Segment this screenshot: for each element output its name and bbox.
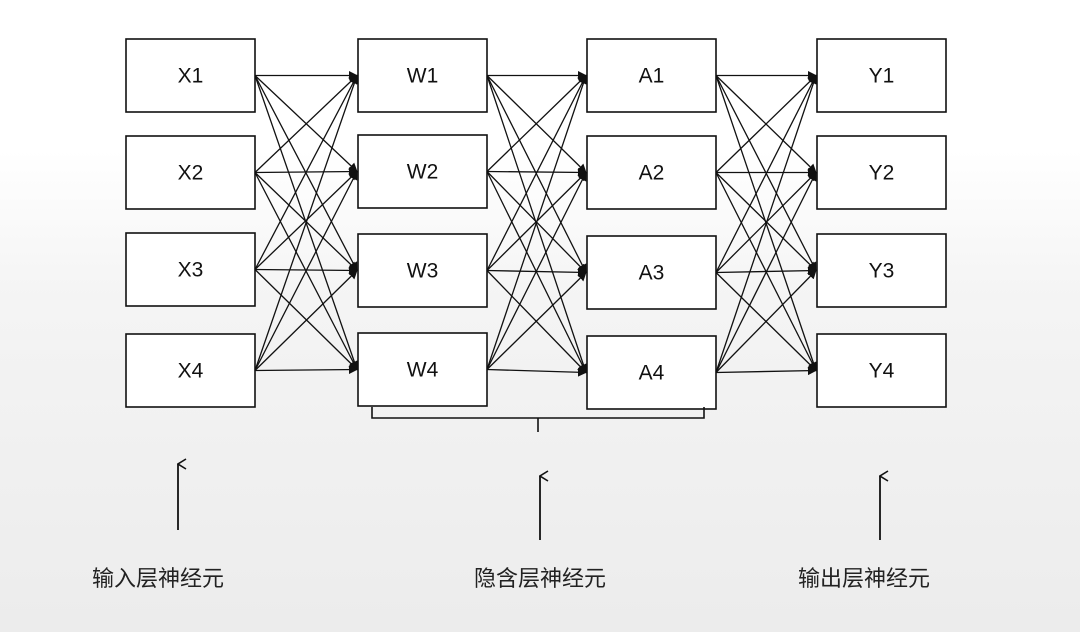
node-label: A3 [639,262,665,285]
node-w3: W3 [357,233,488,308]
edge-a4-y4 [715,366,817,376]
node-box [125,38,256,113]
node-a3: A3 [586,235,717,310]
node-w2: W2 [357,134,488,209]
node-box [816,38,947,113]
edge-x3-w4 [254,269,358,371]
edge-x4-w4 [254,365,358,375]
edge-x3-w2 [254,170,358,270]
edge-w4-a4 [486,367,587,377]
node-w4: W4 [357,332,488,407]
node-label: A1 [639,65,665,88]
node-y4: Y4 [816,333,947,408]
node-box [586,135,717,210]
node-y1: Y1 [816,38,947,113]
node-box [586,335,717,410]
node-box [816,233,947,308]
edge-a2-y3 [715,172,817,272]
node-box [816,333,947,408]
node-x2: X2 [125,135,256,210]
node-label: X3 [178,259,204,282]
node-w1: W1 [357,38,488,113]
node-box [357,233,488,308]
edge-a2-y1 [715,74,817,173]
node-box [816,135,947,210]
node-box [586,38,717,113]
connections-group [254,71,818,377]
node-label: Y2 [869,162,895,185]
node-y3: Y3 [816,233,947,308]
node-x1: X1 [125,38,256,113]
node-label: W3 [407,260,439,283]
edge-a3-y1 [715,74,817,273]
node-label: A4 [639,362,665,385]
node-label: Y4 [869,360,895,383]
node-y2: Y2 [816,135,947,210]
edge-w3-a1 [486,74,587,271]
node-a2: A2 [586,135,717,210]
hidden-layer-caption: 隐含层神经元 [474,567,606,592]
edge-w4-a3 [486,271,587,370]
hidden-layer-bracket [371,407,705,432]
node-box [357,38,488,113]
edge-x4-w2 [254,170,358,371]
edge-x3-w1 [254,74,358,270]
node-x3: X3 [125,232,256,307]
node-label: W2 [407,161,439,184]
edge-x2-w1 [254,74,358,173]
node-x4: X4 [125,333,256,408]
node-label: X4 [178,360,204,383]
edge-a4-y1 [715,74,818,373]
input-layer-caption: 输入层神经元 [92,567,224,592]
node-label: A2 [639,162,665,185]
node-a4: A4 [586,335,717,410]
node-box [357,134,488,209]
node-label: X1 [178,65,204,88]
node-box [357,332,488,407]
edge-w2-a1 [486,74,587,172]
node-label: Y1 [869,65,895,88]
edge-x4-w3 [254,269,358,371]
edge-a4-y2 [715,171,817,373]
edge-w4-a2 [486,171,587,370]
node-box [586,235,717,310]
output-layer-caption: 输出层神经元 [798,567,930,592]
node-label: W1 [407,65,439,88]
node-a1: A1 [586,38,717,113]
node-label: W4 [407,359,439,382]
edge-x4-w1 [254,74,359,371]
node-box [125,232,256,307]
node-label: X2 [178,162,204,185]
node-box [125,333,256,408]
node-box [125,135,256,210]
edge-w4-a1 [486,74,588,370]
node-label: Y3 [869,260,895,283]
edge-a4-y3 [715,269,817,373]
